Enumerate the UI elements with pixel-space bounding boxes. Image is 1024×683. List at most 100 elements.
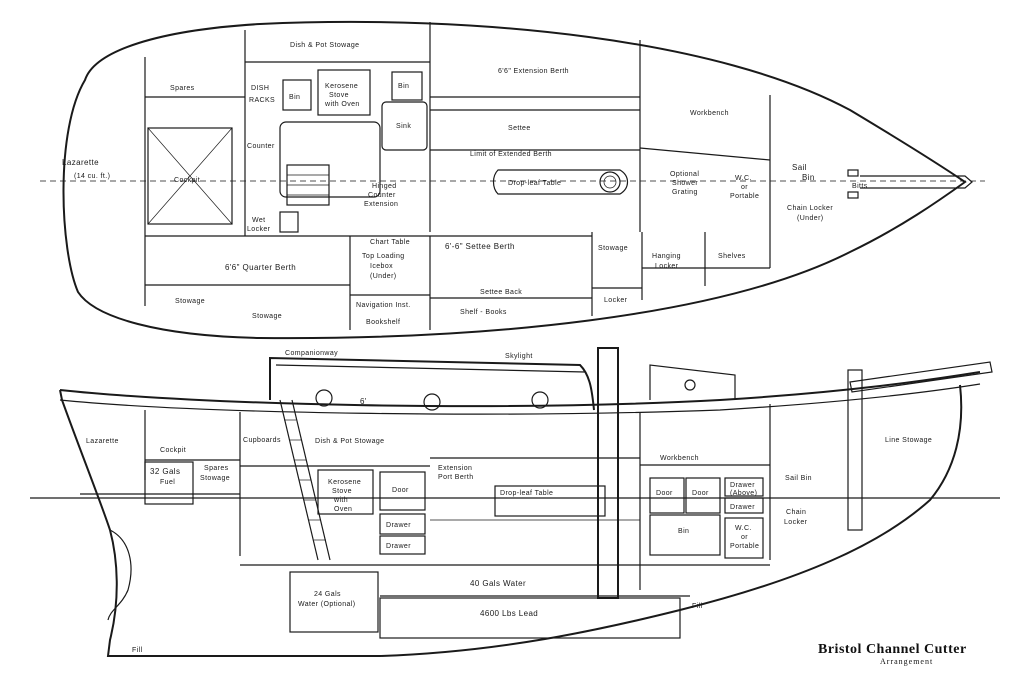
profile-label-lead: 4600 Lbs Lead xyxy=(480,609,538,618)
plan-label-dish-racks-1: DISH xyxy=(251,85,269,92)
plan-label-wet-locker-1: Wet xyxy=(252,217,266,224)
plan-label-settee: Settee xyxy=(508,125,531,132)
profile-cabin-trunk xyxy=(269,356,595,411)
plan-label-extension-berth: 6'6" Extension Berth xyxy=(498,68,569,75)
profile-label-bin: Bin xyxy=(678,528,689,535)
plan-label-workbench: Workbench xyxy=(690,110,729,117)
drawing-subtitle: Arrangement xyxy=(880,657,933,666)
plan-label-spares: Spares xyxy=(170,85,195,92)
plan-label-shower-2: Shower xyxy=(672,180,698,187)
profile-hull-bottom xyxy=(59,384,963,657)
plan-label-stowage-c: Stowage xyxy=(252,313,282,320)
plan-mast-inner xyxy=(603,175,617,189)
plan-label-sail-2: Bin xyxy=(802,173,815,182)
profile-label-stove-3: with xyxy=(333,497,348,504)
plan-label-settee-back: Settee Back xyxy=(480,289,522,296)
profile-companionway-ladder xyxy=(279,399,331,561)
profile-mast xyxy=(597,347,619,599)
plan-label-wc-2: or xyxy=(741,184,748,191)
plan-label-shower-1: Optional xyxy=(670,171,699,178)
plan-label-bin-2: Bin xyxy=(398,83,409,90)
plan-label-dropleaf: Drop-leaf Table xyxy=(508,180,561,187)
profile-label-fill-aft: Fill xyxy=(132,647,143,654)
profile-text-labels: Companionway Skylight 6' Lazarette Cockp… xyxy=(86,350,932,654)
plan-label-bitts: Bitts xyxy=(852,183,868,190)
profile-label-fuel-1: 32 Gals xyxy=(150,467,180,476)
profile-fuel-tank xyxy=(144,461,194,505)
plan-label-lazarette: Lazarette xyxy=(62,158,99,167)
plan-label-locker: Locker xyxy=(604,297,628,304)
profile-label-spares-1: Spares xyxy=(204,465,229,472)
profile-stove-box xyxy=(317,469,374,515)
plan-longitudinal xyxy=(639,147,771,161)
profile-portlight xyxy=(531,391,549,409)
profile-label-dropleaf: Drop-leaf Table xyxy=(500,490,553,497)
plan-label-hinged-3: Extension xyxy=(364,201,398,208)
profile-rudder xyxy=(107,529,132,621)
profile-label-cockpit: Cockpit xyxy=(160,447,186,454)
profile-portlight xyxy=(315,389,333,407)
plan-label-light-ext: Limit of Extended Berth xyxy=(470,151,552,158)
plan-label-stowage-b: Stowage xyxy=(175,298,205,305)
plan-label-hinged-1: Hinged xyxy=(372,183,397,190)
plan-label-hinged-2: Counter xyxy=(368,192,396,199)
profile-forward-hatch xyxy=(649,364,736,400)
profile-label-line-stowage: Line Stowage xyxy=(885,437,932,444)
profile-drawer-3 xyxy=(724,477,764,497)
profile-label-drawer-1: Drawer xyxy=(386,522,411,529)
plan-bitts-top xyxy=(847,169,859,177)
profile-label-cupboards: Cupboards xyxy=(243,437,281,444)
profile-bin xyxy=(649,514,721,556)
plan-label-bin-1: Bin xyxy=(289,94,300,101)
profile-deck-line xyxy=(59,383,981,415)
plan-wet-locker xyxy=(279,211,299,233)
profile-label-wc-1: W.C. xyxy=(735,525,752,532)
plan-label-wc-1: W.C. xyxy=(735,175,752,182)
plan-label-hanging-2: Locker xyxy=(655,263,679,270)
profile-label-door-1: Door xyxy=(392,487,409,494)
plan-label-dish-racks-2: RACKS xyxy=(249,97,275,104)
plan-label-stowage-a: Stowage xyxy=(598,245,628,252)
profile-label-drawer-3-2: (Above) xyxy=(730,490,757,497)
profile-label-stove-1: Kerosene xyxy=(328,479,361,486)
profile-label-spares-2: Stowage xyxy=(200,475,230,482)
plan-companionway-steps xyxy=(286,164,330,206)
plan-label-settee-berth: 6'-6" Settee Berth xyxy=(445,242,515,251)
plan-label-stove-2: Stove xyxy=(329,92,349,99)
profile-label-wc-2: or xyxy=(741,534,748,541)
plan-cockpit-well xyxy=(147,127,233,225)
plan-view: Lazarette (14 cu. ft.) Spares Cockpit Di… xyxy=(40,20,985,340)
profile-label-drawer-4: Drawer xyxy=(730,504,755,511)
profile-label-fill-fwd: Fill xyxy=(692,603,703,610)
plan-label-top-loading-1: Top Loading xyxy=(362,253,405,260)
plan-label-lazarette-vol: (14 cu. ft.) xyxy=(74,173,110,180)
profile-door-2 xyxy=(649,477,685,514)
plan-label-hanging-1: Hanging xyxy=(652,253,681,260)
plan-label-shelves: Shelves xyxy=(718,253,746,260)
profile-bowsprit xyxy=(849,361,993,393)
profile-label-water: 40 Gals Water xyxy=(470,579,526,588)
profile-label-chain-2: Locker xyxy=(784,519,808,526)
profile-label-headroom: 6' xyxy=(360,397,367,406)
profile-label-skylight: Skylight xyxy=(505,353,533,360)
profile-cabin-top xyxy=(275,364,586,373)
profile-label-water-opt-1: 24 Gals xyxy=(314,591,341,598)
profile-label-stove-4: Oven xyxy=(334,506,352,513)
profile-optional-water-tank xyxy=(289,571,379,633)
profile-label-wc-3: Portable xyxy=(730,543,759,550)
plan-label-shower-3: Grating xyxy=(672,189,698,196)
plan-bin-2 xyxy=(391,71,423,101)
plan-stove xyxy=(317,69,371,116)
profile-label-fuel-2: Fuel xyxy=(160,479,175,486)
plan-label-bookshelf: Bookshelf xyxy=(366,319,400,326)
plan-label-stove-1: Kerosene xyxy=(325,83,358,90)
drawing-title: Bristol Channel Cutter xyxy=(818,642,967,657)
plan-label-wc-3: Portable xyxy=(730,193,759,200)
plan-label-shelf-books: Shelf - Books xyxy=(460,309,507,316)
profile-door-3 xyxy=(685,477,721,514)
profile-drawer-1 xyxy=(379,513,426,535)
plan-text-labels: Lazarette (14 cu. ft.) Spares Cockpit Di… xyxy=(62,42,868,326)
plan-cockpit-diagonal xyxy=(147,127,233,225)
plan-label-dish-pot: Dish & Pot Stowage xyxy=(290,42,359,49)
